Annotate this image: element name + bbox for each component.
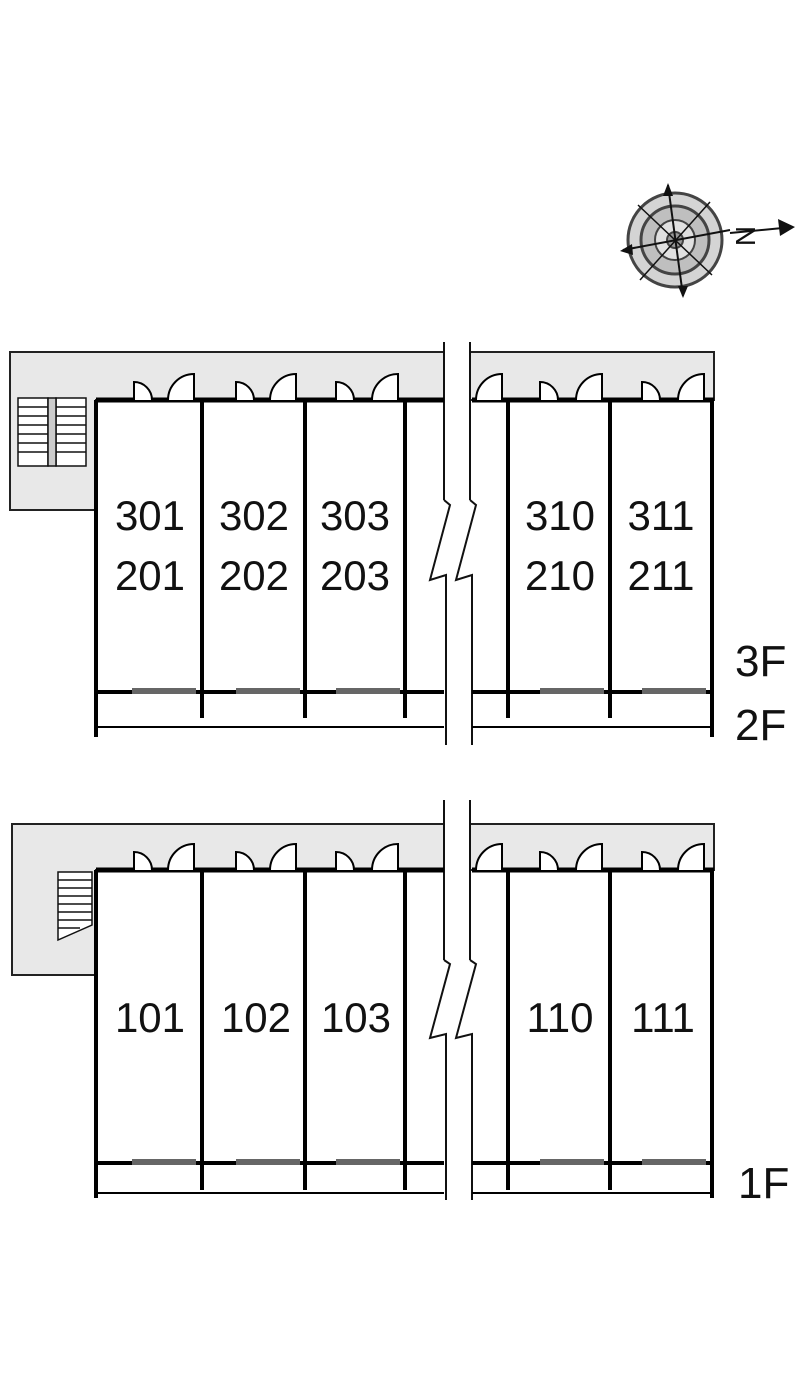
room-label: 302 xyxy=(219,492,289,539)
room-label: 110 xyxy=(527,994,594,1041)
room-label: 101 xyxy=(115,994,185,1041)
room-label: 303 xyxy=(320,492,390,539)
stairs-icon xyxy=(17,397,87,467)
room-label: 201 xyxy=(115,552,185,599)
room-label: 210 xyxy=(525,552,595,599)
floor-label: 2F xyxy=(735,701,786,750)
compass-rose-icon xyxy=(620,183,795,298)
room-label: 311 xyxy=(628,492,695,539)
room-label: 202 xyxy=(219,552,289,599)
door-icons xyxy=(133,372,705,401)
floor-label: 1F xyxy=(738,1159,789,1208)
stairs-icon xyxy=(57,871,93,942)
lower-block: 101 102 103 110 111 1F xyxy=(11,800,789,1208)
north-label: N xyxy=(730,226,761,246)
room-label: 103 xyxy=(321,994,391,1041)
room-label: 203 xyxy=(320,552,390,599)
floor-label: 3F xyxy=(735,637,786,686)
room-label: 102 xyxy=(221,994,291,1041)
room-label: 111 xyxy=(631,994,695,1041)
room-label: 301 xyxy=(115,492,185,539)
room-label: 310 xyxy=(525,492,595,539)
door-icons xyxy=(133,842,705,871)
upper-block: 301 302 303 310 311 201 202 203 210 211 … xyxy=(9,342,786,750)
room-label: 211 xyxy=(628,552,695,599)
